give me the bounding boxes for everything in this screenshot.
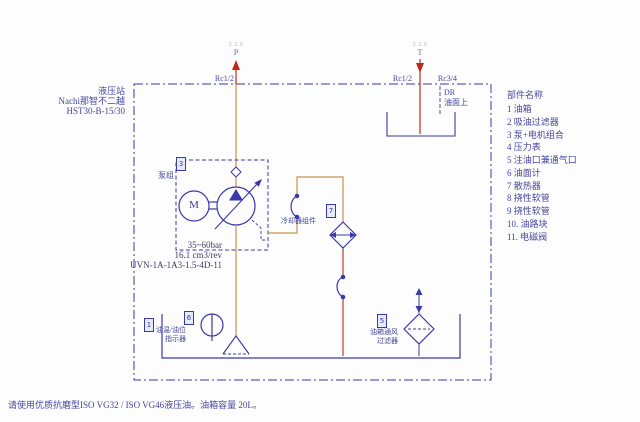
port-p-ref: 2.3.9	[228, 42, 244, 48]
brand-name: Nachi那智不二越	[58, 95, 126, 106]
indicator-label-line2: 指示器	[165, 335, 186, 343]
pump-symbol	[214, 179, 266, 241]
breather-label-line2: 过滤器	[377, 337, 398, 345]
enclosure-border	[133, 83, 492, 381]
port-t-thread: Rc1/2	[392, 74, 412, 83]
parts-list-item: 7 散热器	[507, 180, 541, 191]
motor-symbol	[178, 190, 210, 222]
oil-spec-footnote: 请使用优质抗磨型ISO VG32 / ISO VG46液压油。油箱容量 20L。	[8, 400, 262, 410]
parts-list-item: 2 吸油过滤器	[507, 116, 559, 127]
port-p-thread: Rc1/2	[214, 74, 234, 83]
port-p-line	[230, 60, 242, 189]
dr-note: 油面上	[444, 98, 468, 107]
tank-symbol	[161, 314, 461, 359]
callout-breather: 5	[377, 314, 387, 328]
port-t-line	[416, 59, 424, 134]
cooler-symbol	[329, 221, 357, 249]
case-drain-line	[251, 219, 266, 241]
parts-list-item: 9 挠性软管	[507, 206, 550, 216]
breather-filter-symbol	[403, 288, 435, 356]
return-piping	[268, 176, 344, 356]
breather-label-line1: 油箱通风	[370, 328, 398, 336]
parts-list: 1 油箱 2 吸油过滤器 3 泵+电机组合 4 压力表 5 注油口兼通气口 6 …	[507, 103, 577, 243]
parts-list-item: 3 泵+电机组合	[507, 129, 564, 140]
oil-indicator-symbol	[200, 313, 224, 341]
pump-specs: 35~60bar 16.1 cm3/rev UVN-1A-1A3-1.5-4D-…	[112, 240, 222, 271]
pump-displacement: 16.1 cm3/rev	[174, 250, 223, 261]
parts-list-item: 4 压力表	[507, 142, 541, 153]
callout-indicator: 6	[184, 311, 194, 325]
parts-list-item: 6 油面计	[507, 167, 541, 178]
pump-model: UVN-1A-1A3-1.5-4D-11	[130, 260, 222, 271]
parts-list-item: 1 油箱	[507, 104, 532, 114]
parts-list-item: 10. 油路块	[507, 218, 548, 229]
flexible-hose-symbol-2	[336, 274, 346, 300]
vent-check-diamond	[230, 166, 242, 178]
parts-list-title: 部件名称	[507, 90, 544, 100]
title-block: 液压站 Nachi那智不二越 HST30-B-15/30	[0, 86, 126, 116]
parts-list-item: 11. 电磁阀	[507, 231, 548, 242]
pump-pressure: 35~60bar	[187, 240, 222, 250]
station-model: HST30-B-15/30	[66, 105, 126, 116]
indicator-label-line1: 油温/油位	[156, 326, 186, 334]
cooler-label: 冷却器组件	[281, 217, 316, 225]
pump-group-box	[175, 159, 269, 251]
parts-list-item: 8 挠性软管	[507, 193, 550, 204]
dr-label: DR	[444, 88, 456, 97]
coupling-symbol	[209, 201, 218, 210]
callout-tank: 1	[144, 318, 154, 332]
port-t-ref: 2.3.9	[412, 42, 428, 48]
motor-letter: M	[189, 199, 199, 211]
parts-list-item: 5 注油口兼通气口	[507, 155, 577, 165]
port-dr-thread: Rc3/4	[437, 74, 457, 83]
pump-group-label: 泵组	[158, 171, 174, 180]
callout-pump-group: 3	[176, 157, 186, 171]
tank-detail-symbol	[386, 112, 456, 137]
port-t-letter: T	[417, 48, 423, 57]
port-p-letter: P	[233, 48, 239, 57]
callout-cooler: 7	[326, 204, 336, 218]
flexible-hose-symbol-1	[290, 193, 300, 220]
suction-strainer-symbol	[222, 335, 250, 355]
station-title: 液压站	[97, 86, 125, 96]
